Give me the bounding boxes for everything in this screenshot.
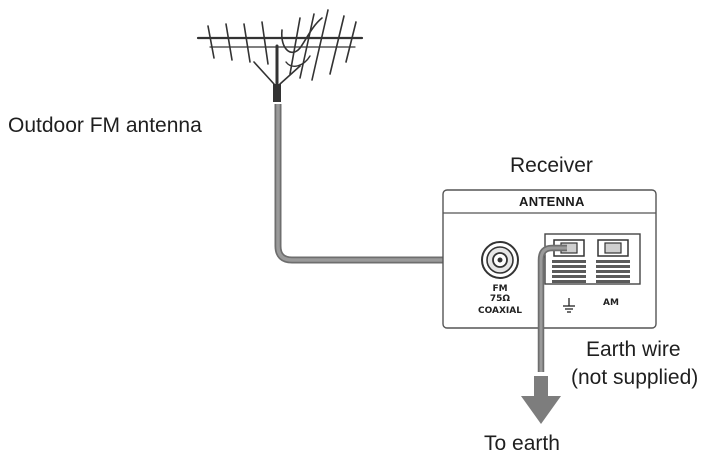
am-terminal[interactable] — [596, 239, 630, 283]
down-arrow-icon — [521, 376, 561, 424]
am-label: AM — [603, 298, 619, 308]
antenna-panel — [442, 189, 657, 329]
panel-title: ANTENNA — [519, 194, 585, 209]
receiver-label: Receiver — [510, 154, 593, 177]
fm-coaxial-jack[interactable] — [481, 241, 519, 279]
ground-symbol-icon — [563, 298, 575, 313]
antenna-label: Outdoor FM antenna — [8, 114, 202, 137]
yagi-antenna-icon — [196, 9, 364, 102]
to-earth-label: To earth — [484, 432, 560, 455]
not-supplied-label: (not supplied) — [571, 366, 699, 389]
ground-terminal[interactable] — [552, 239, 586, 283]
earth-wire-label: Earth wire — [586, 338, 681, 361]
fm-label-line2: 75Ω — [489, 294, 511, 304]
fm-label: FM 75Ω — [480, 284, 520, 304]
coaxial-label: COAXIAL — [478, 306, 522, 316]
fm-label-line1: FM — [492, 284, 508, 294]
